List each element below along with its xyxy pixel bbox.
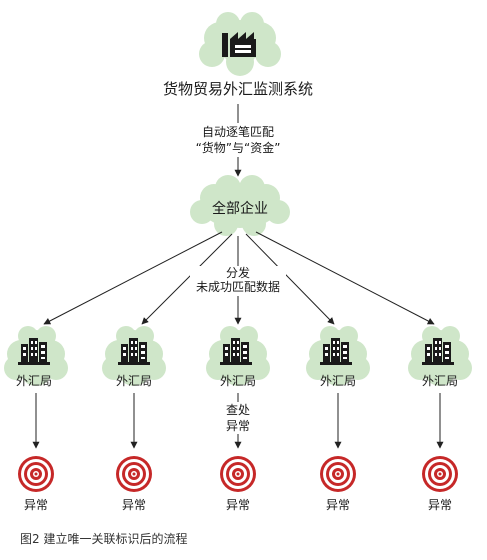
target-icon bbox=[422, 456, 458, 492]
figure-caption: 图2 建立唯一关联标识后的流程 bbox=[20, 532, 188, 546]
target-icon bbox=[18, 456, 54, 492]
office-label: 外汇局 bbox=[116, 374, 152, 388]
investigate-label-line2: 异常 bbox=[226, 419, 250, 433]
office-label: 外汇局 bbox=[422, 374, 458, 388]
office-node: 外汇局 bbox=[4, 326, 68, 388]
match-label-line1: 自动逐笔匹配 bbox=[202, 124, 274, 139]
office-node: 外汇局 bbox=[408, 326, 472, 388]
office-node: 外汇局 bbox=[102, 326, 166, 388]
office-node: 外汇局 bbox=[306, 326, 370, 388]
match-label-line2: “货物”与“资金” bbox=[196, 140, 281, 155]
office-node: 外汇局 bbox=[206, 326, 270, 388]
hub-cloud bbox=[190, 175, 290, 236]
result-label: 异常 bbox=[122, 498, 146, 512]
investigate-label-line1: 查处 bbox=[226, 403, 250, 417]
target-icon bbox=[220, 456, 256, 492]
result-label: 异常 bbox=[226, 498, 250, 512]
distribute-label-line2: 未成功匹配数据 bbox=[196, 279, 280, 294]
system-title: 货物贸易外汇监测系统 bbox=[163, 80, 313, 98]
result-label: 异常 bbox=[24, 498, 48, 512]
result-label: 异常 bbox=[428, 498, 452, 512]
office-label: 外汇局 bbox=[220, 374, 256, 388]
result-label: 异常 bbox=[326, 498, 350, 512]
target-icon bbox=[320, 456, 356, 492]
factory-icon bbox=[222, 32, 256, 57]
office-label: 外汇局 bbox=[320, 374, 356, 388]
target-icon bbox=[116, 456, 152, 492]
hub-label: 全部企业 bbox=[212, 200, 268, 217]
distribute-label-line1: 分发 bbox=[226, 265, 250, 280]
fan-out-arrows bbox=[43, 231, 435, 325]
office-label: 外汇局 bbox=[16, 374, 52, 388]
